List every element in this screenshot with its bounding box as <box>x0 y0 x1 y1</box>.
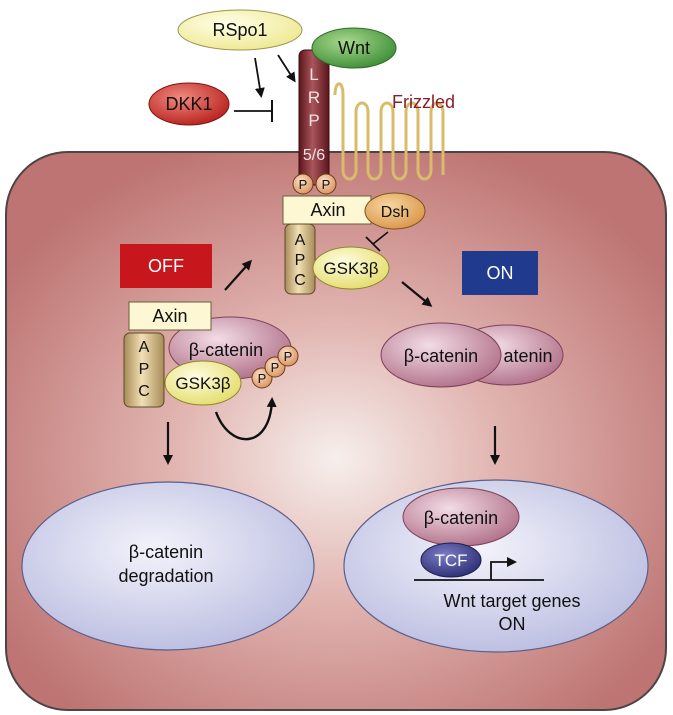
arrow-rspo1-lrp <box>277 54 296 83</box>
apc-receptor-a: A <box>295 232 306 249</box>
lrp-number: 5/6 <box>303 147 325 164</box>
beta-catenin-nuclear-label: β-catenin <box>424 508 498 528</box>
wnt-ligand <box>311 27 397 69</box>
lrp-letter-r: R <box>308 88 320 107</box>
beta-catenin-off-label: β-catenin <box>189 340 263 360</box>
gsk3b-off-label: GSK3β <box>175 374 230 393</box>
tcf-label: TCF <box>434 551 467 570</box>
dkk1-inhibitor <box>148 82 230 126</box>
phospho-lrp-left <box>292 173 314 195</box>
apc-off-a: A <box>139 339 150 356</box>
rspo1-ligand <box>177 9 303 51</box>
target-genes-line1: Wnt target genes <box>443 591 580 611</box>
rspo1-label: RSpo1 <box>212 20 267 40</box>
wnt-label: Wnt <box>338 38 370 58</box>
phospho-bcat-3 <box>277 345 299 367</box>
apc-receptor-c: C <box>294 272 306 289</box>
gsk3b-receptor <box>312 246 390 290</box>
dsh-protein <box>364 192 426 230</box>
gsk3b-off <box>164 360 242 406</box>
transcription-start-arrow <box>490 557 517 580</box>
degradation-compartment <box>21 481 315 651</box>
apc-off <box>123 332 165 408</box>
arrow-receptor-to-on <box>401 281 433 307</box>
inhibit-dsh-bar <box>365 236 381 252</box>
gsk3b-receptor-label: GSK3β <box>323 259 378 278</box>
off-state-label: OFF <box>148 256 184 276</box>
frizzled-label: Frizzled <box>392 92 455 112</box>
lrp-letter-p: P <box>308 111 319 130</box>
tcf-factor <box>420 542 482 578</box>
arrow-rspo1-down <box>254 57 265 98</box>
inhibit-dsh-line <box>372 231 389 245</box>
on-state-label: ON <box>487 263 514 283</box>
on-state-box <box>462 251 538 295</box>
phospho-lrp-right-label: P <box>322 177 331 192</box>
phospho-lrp-right <box>315 173 337 195</box>
off-state-box <box>120 244 212 288</box>
apc-off-p: P <box>139 361 150 378</box>
beta-catenin-on-back-label: atenin <box>503 346 552 366</box>
dkk1-label: DKK1 <box>165 94 212 114</box>
axin-receptor-label: Axin <box>310 200 345 220</box>
phospho-bcat-2-label: P <box>271 360 280 375</box>
phospho-lrp-left-label: P <box>299 177 308 192</box>
arrow-off-to-receptor <box>224 259 252 291</box>
degradation-line2: degradation <box>118 566 213 586</box>
lrp-letter-l: L <box>309 65 318 84</box>
degradation-line1: β-catenin <box>129 542 203 562</box>
apc-receptor-p: P <box>295 252 306 269</box>
axin-off-label: Axin <box>152 306 187 326</box>
dsh-label: Dsh <box>381 204 409 221</box>
target-genes-line2: ON <box>499 614 526 634</box>
apc-receptor <box>284 223 316 295</box>
beta-catenin-on-front-label: β-catenin <box>404 346 478 366</box>
beta-catenin-on-front <box>380 322 502 388</box>
axin-off-box <box>128 301 212 331</box>
phospho-bcat-1-label: P <box>258 371 267 386</box>
frizzled-receptor <box>333 82 445 181</box>
phosphorylation-arrow <box>214 397 277 441</box>
phospho-bcat-3-label: P <box>284 349 293 364</box>
apc-off-c: C <box>138 383 150 400</box>
axin-receptor-box <box>282 195 372 225</box>
